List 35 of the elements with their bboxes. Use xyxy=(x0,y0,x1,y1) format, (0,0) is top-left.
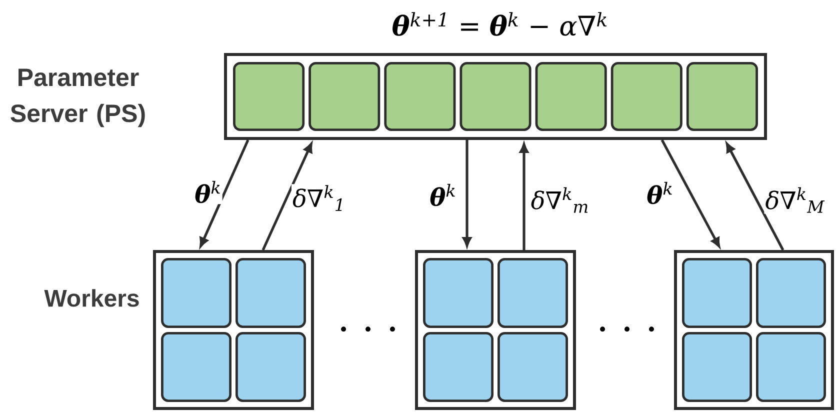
arrow xyxy=(520,143,528,250)
rounded-square xyxy=(161,332,232,402)
arrow xyxy=(660,139,720,248)
rounded-square xyxy=(460,62,532,131)
rounded-square xyxy=(535,62,607,131)
rounded-square xyxy=(756,332,826,402)
rounded-square xyxy=(236,258,306,328)
ellipsis: · · · xyxy=(341,326,395,332)
rounded-square xyxy=(756,258,826,328)
rounded-square xyxy=(682,332,752,402)
rounded-square xyxy=(308,62,380,131)
formula: θ$^{k+1}$ = θ$^{k}$ − α∇$^{k}$ xyxy=(392,12,607,36)
rounded-square xyxy=(161,258,232,328)
rounded-square xyxy=(498,258,568,328)
side-label: Parameter Server (PS) xyxy=(10,68,145,128)
edge-label: δ∇$^{k}$m xyxy=(530,186,590,214)
rounded-square xyxy=(384,62,456,131)
rounded-square xyxy=(686,62,758,131)
arrow xyxy=(200,139,250,247)
edge-label: θ$^{k}$ xyxy=(428,182,458,208)
arrow xyxy=(262,143,312,251)
edge-label: δ∇$^{k}$1 xyxy=(291,184,347,212)
rounded-square xyxy=(423,332,494,402)
rounded-square xyxy=(610,62,682,131)
rounded-square xyxy=(233,62,305,131)
edge-label: θ$^{k}$ xyxy=(194,180,222,204)
arrow xyxy=(726,142,784,251)
rounded-square xyxy=(498,332,568,402)
edge-label: θ$^{k}$ xyxy=(646,180,674,206)
rounded-square xyxy=(236,332,306,402)
edge-label: δ∇$^{k}$M xyxy=(764,186,826,214)
ellipsis: · · · xyxy=(600,326,654,332)
rounded-square xyxy=(682,258,752,328)
side-label: Workers xyxy=(44,289,139,307)
rounded-square xyxy=(423,258,494,328)
